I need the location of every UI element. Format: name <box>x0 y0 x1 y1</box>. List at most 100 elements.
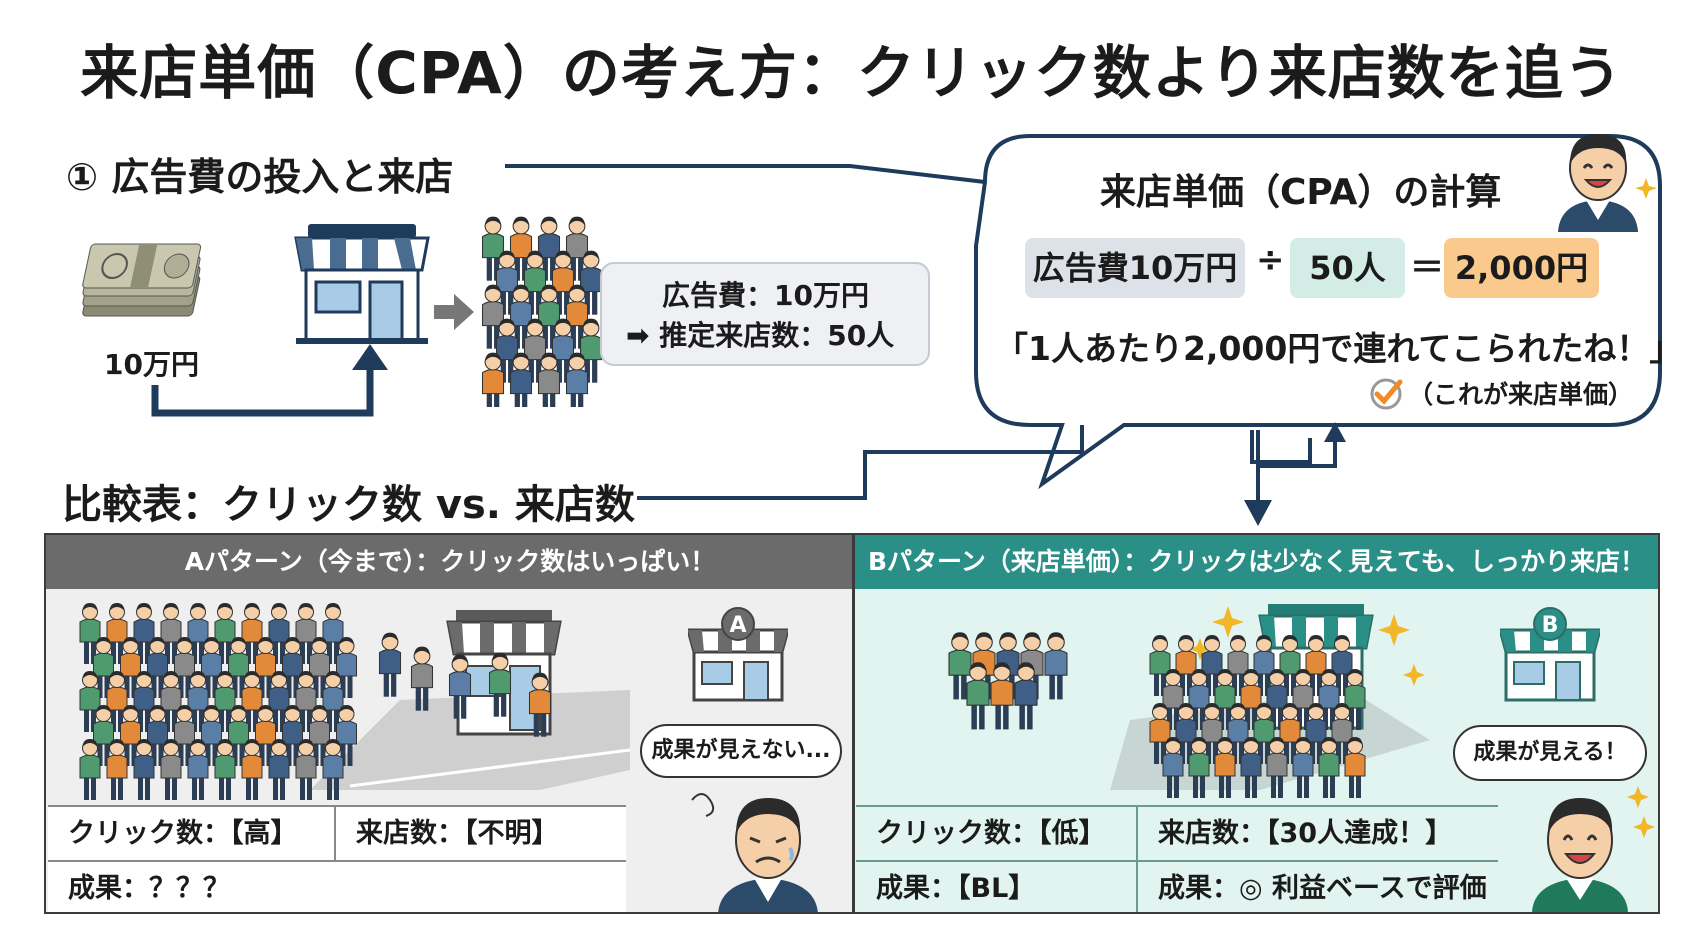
pattern-b-header: Bパターン（来店単価）：クリックは少なく見えても、しっかり来店！ <box>854 535 1658 589</box>
person-figure <box>410 646 434 711</box>
person-figure <box>948 632 972 700</box>
person-figure <box>1188 669 1210 730</box>
connector-line-bottom <box>637 425 1084 500</box>
person-figure <box>551 318 575 383</box>
page-title: 来店単価（CPA）の考え方：クリック数より来店数を追う <box>80 39 1623 107</box>
calc-bubble-outline <box>974 134 1662 490</box>
person-figure <box>336 637 357 698</box>
person-figure <box>79 739 101 800</box>
person-figure <box>268 739 290 800</box>
person-figure <box>295 739 317 800</box>
equals-sign: ＝ <box>1410 248 1444 288</box>
person-figure <box>537 284 561 349</box>
happy-staff-icon <box>1532 786 1655 912</box>
person-figure <box>1253 703 1275 764</box>
ad-cost-line: 広告費：10万円 <box>662 279 869 312</box>
person-figure <box>322 739 344 800</box>
person-figure <box>495 250 519 315</box>
person-figure <box>309 705 330 766</box>
person-figure <box>106 671 128 732</box>
person-figure <box>295 671 317 732</box>
person-figure <box>488 652 512 717</box>
person-figure <box>565 352 589 407</box>
person-figure <box>1305 703 1327 764</box>
zigzag-arrow-1 <box>1256 430 1312 468</box>
person-figure <box>1240 669 1262 730</box>
person-figure <box>241 739 263 800</box>
person-figure <box>309 637 330 698</box>
badge-b-letter: B <box>1542 613 1559 638</box>
person-figure <box>966 662 990 730</box>
pattern-a-illustration <box>79 603 630 800</box>
person-figure <box>201 637 222 698</box>
person-figure <box>160 603 182 664</box>
person-figure <box>1331 703 1353 764</box>
connector-line-top <box>505 164 986 184</box>
money-label: 10万円 <box>104 348 199 381</box>
comparison-title: 比較表：クリック数 vs. 来店数 <box>62 482 635 528</box>
person-figure <box>93 637 114 698</box>
person-figure <box>187 671 209 732</box>
person-figure <box>1227 703 1249 764</box>
person-figure <box>201 705 222 766</box>
person-figure <box>1292 669 1314 730</box>
badge-a-letter: A <box>729 613 746 638</box>
ad-summary-box: 広告費：10万円 ➡ 推定来店数：50人 <box>600 262 930 366</box>
crowd-icon <box>481 216 603 407</box>
person-figure <box>106 603 128 664</box>
person-figure <box>509 284 533 349</box>
speech-bubble-b: 成果が見える！ <box>1453 725 1647 781</box>
person-figure <box>1188 737 1210 798</box>
person-figure <box>187 603 209 664</box>
person-figure <box>1344 737 1366 798</box>
person-figure <box>120 705 141 766</box>
person-figure <box>268 671 290 732</box>
person-figure <box>1227 635 1249 696</box>
person-figure <box>495 318 519 383</box>
person-figure <box>1175 635 1197 696</box>
person-figure <box>481 216 505 281</box>
pattern-b-visits: 来店数：【30人達成！】 <box>1138 805 1498 860</box>
person-figure <box>147 705 168 766</box>
person-figure <box>1266 669 1288 730</box>
person-figure <box>509 216 533 281</box>
arrow-icon <box>434 294 474 330</box>
result-chip: 2,000円 <box>1444 238 1599 298</box>
up-arrow-icon <box>1324 422 1346 442</box>
person-figure <box>93 705 114 766</box>
person-figure <box>537 216 561 281</box>
pattern-a-result: 成果：？？？ <box>48 860 626 912</box>
pattern-b-illustration <box>948 604 1430 798</box>
money-stack-icon <box>82 243 202 317</box>
person-figure <box>1344 669 1366 730</box>
store-badge-a-icon: A <box>688 607 788 702</box>
person-figure <box>1162 669 1184 730</box>
person-figure <box>481 352 505 407</box>
person-figure <box>133 603 155 664</box>
person-figure <box>537 352 561 407</box>
person-figure <box>378 632 402 697</box>
speech-bubble-a: 成果が見えない... <box>640 724 842 778</box>
person-figure <box>1214 669 1236 730</box>
person-figure <box>160 739 182 800</box>
person-figure <box>1175 703 1197 764</box>
person-figure <box>528 672 552 737</box>
person-figure <box>187 739 209 800</box>
estimated-visits-line: ➡ 推定来店数：50人 <box>626 319 895 352</box>
person-figure <box>1318 737 1340 798</box>
person-figure <box>228 705 249 766</box>
person-figure <box>565 216 589 281</box>
person-figure <box>551 250 575 315</box>
sparkle-icon <box>1627 786 1649 808</box>
person-figure <box>241 671 263 732</box>
calc-title: 来店単価（CPA）の計算 <box>1100 172 1502 213</box>
store-badge-b-icon: B <box>1500 607 1600 702</box>
person-figure <box>322 603 344 664</box>
person-figure <box>214 603 236 664</box>
person-figure <box>79 603 101 664</box>
person-figure <box>1149 703 1171 764</box>
person-figure <box>509 352 533 407</box>
person-figure <box>990 662 1014 730</box>
people-chip: 50人 <box>1290 238 1405 298</box>
